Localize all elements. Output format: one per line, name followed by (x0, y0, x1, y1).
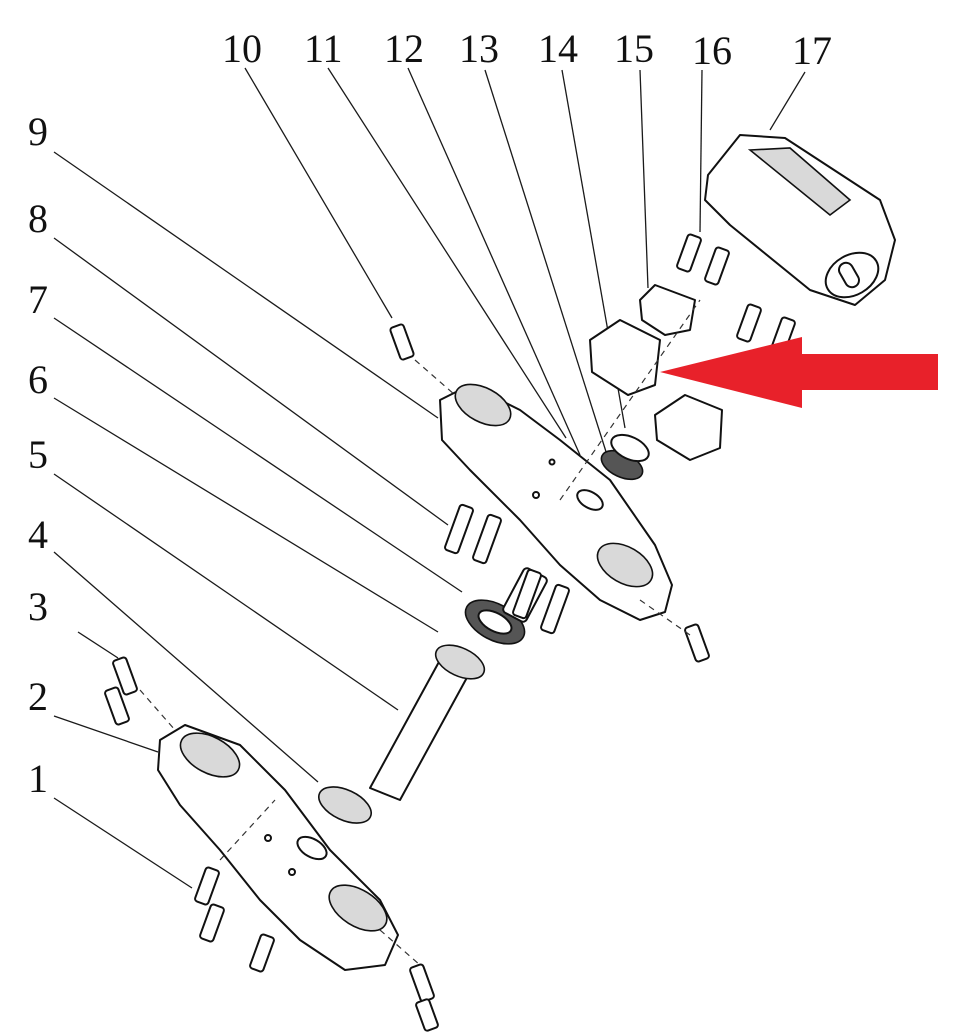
callout-1: 1 (28, 756, 48, 801)
assembly-centerlines (139, 299, 701, 966)
callout-13: 13 (459, 26, 499, 71)
callout-14: 14 (538, 26, 578, 71)
highlight-arrow (660, 337, 938, 408)
lower-triple-clamp (157, 724, 399, 971)
bolts (104, 233, 796, 1032)
callout-4: 4 (28, 512, 48, 557)
callout-2: 2 (28, 674, 48, 719)
callout-8: 8 (28, 196, 48, 241)
callout-10: 10 (222, 26, 262, 71)
callout-5: 5 (28, 432, 48, 477)
callout-11: 11 (304, 26, 343, 71)
callout-15: 15 (614, 26, 654, 71)
upper-triple-clamp (439, 383, 673, 621)
callout-12: 12 (384, 26, 424, 71)
handlebar-pad (704, 134, 896, 306)
callout-16: 16 (692, 28, 732, 73)
steering-stem (318, 644, 486, 824)
callout-17: 17 (792, 28, 832, 73)
leader-lines (53, 67, 806, 889)
callout-9: 9 (28, 109, 48, 154)
callout-3: 3 (28, 584, 48, 629)
stem-nut (600, 433, 650, 481)
callout-6: 6 (28, 357, 48, 402)
callout-7: 7 (28, 277, 48, 322)
bar-clamps (589, 284, 723, 461)
